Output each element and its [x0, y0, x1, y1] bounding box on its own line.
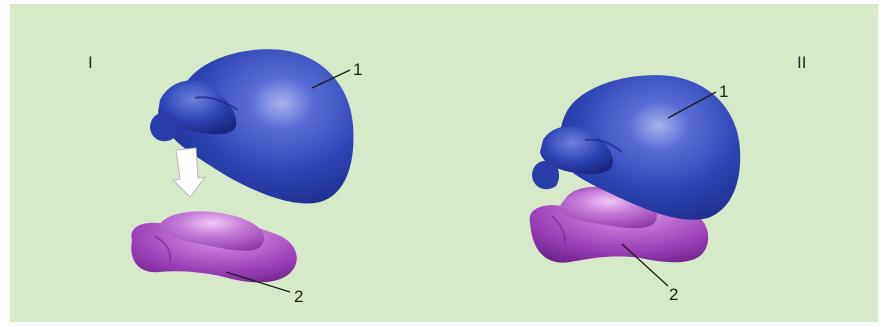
label-1-panel-i: 1	[353, 60, 362, 79]
panel-ii-label: II	[797, 53, 806, 72]
small-subunit-separated	[131, 211, 296, 282]
large-subunit-assembled	[532, 75, 740, 220]
panel-i-label: I	[88, 53, 93, 72]
label-1-panel-ii: 1	[719, 82, 728, 101]
label-2-panel-i: 2	[294, 287, 303, 306]
label-2-panel-ii: 2	[669, 285, 678, 304]
